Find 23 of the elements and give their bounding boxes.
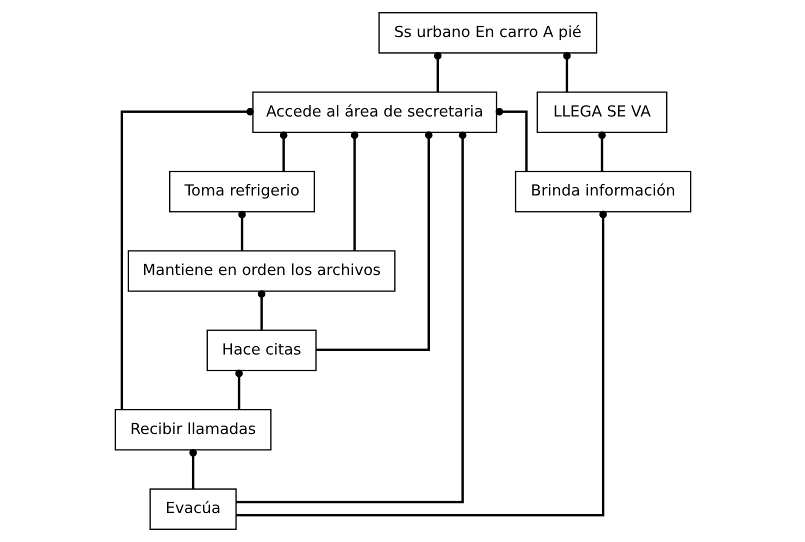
- node-box: Toma refrigerio: [168, 170, 315, 212]
- node-box: LLEGA SE VA: [536, 91, 667, 133]
- connector: [236, 210, 606, 516]
- node-box: Ss urbano En carro A pié: [378, 12, 597, 54]
- connector: [236, 131, 466, 504]
- connector: [350, 131, 358, 251]
- node-box: Recibir llamadas: [114, 409, 272, 451]
- connector: [238, 210, 246, 251]
- connector: [495, 108, 528, 172]
- connector: [120, 108, 254, 410]
- connector: [434, 52, 442, 92]
- connector: [188, 448, 196, 489]
- node-box: Mantiene en orden los archivos: [127, 250, 395, 292]
- node-box: Evacúa: [149, 488, 236, 530]
- connector: [257, 290, 265, 330]
- node-box: Accede al área de secretaria: [252, 91, 497, 133]
- connector: [279, 131, 287, 172]
- connector: [316, 131, 432, 352]
- connector: [562, 52, 570, 92]
- connector: [598, 131, 606, 172]
- node-box: Brinda información: [514, 170, 691, 212]
- connector: [234, 370, 242, 410]
- node-box: Hace citas: [206, 330, 316, 372]
